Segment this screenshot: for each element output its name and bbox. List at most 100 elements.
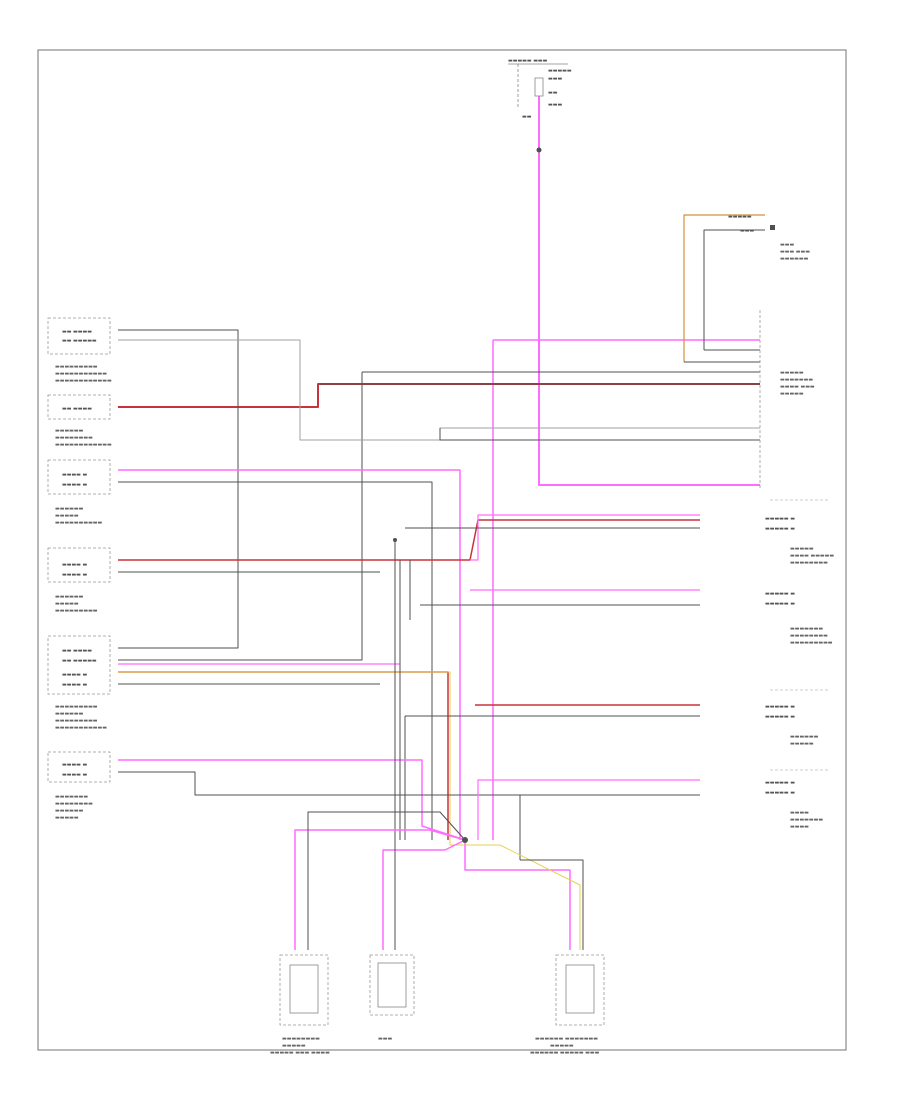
splice-hub — [462, 837, 468, 843]
wire-pink-btm-1 — [118, 759, 466, 841]
svg-text:▬▬▬▬ ▬: ▬▬▬▬ ▬ — [62, 562, 87, 568]
svg-text:▬▬▬: ▬▬▬ — [378, 1036, 392, 1042]
left-component-2: ▬▬ ▬▬▬▬ ▬▬▬▬▬▬ ▬▬▬▬▬▬▬▬ ▬▬▬▬▬▬▬▬▬▬▬▬ — [47, 394, 112, 448]
svg-text:▬▬▬▬▬▬▬▬: ▬▬▬▬▬▬▬▬ — [790, 633, 828, 639]
svg-text:▬▬▬▬▬ ▬: ▬▬▬▬▬ ▬ — [765, 780, 795, 786]
svg-text:▬▬▬▬▬: ▬▬▬▬▬ — [780, 391, 804, 397]
svg-text:▬▬▬▬▬: ▬▬▬▬▬ — [55, 513, 79, 519]
left-component-1: ▬▬ ▬▬▬▬ ▬▬ ▬▬▬▬▬ ▬▬▬▬▬▬▬▬▬ ▬▬▬▬▬▬▬▬▬▬▬ ▬… — [47, 317, 112, 384]
wire-red-mid-1 — [118, 519, 700, 561]
wire-layer — [118, 96, 765, 950]
svg-text:▬▬▬▬: ▬▬▬▬ — [790, 810, 809, 816]
svg-text:▬▬▬▬▬▬▬: ▬▬▬▬▬▬▬ — [55, 794, 88, 800]
svg-text:▬▬▬▬▬▬: ▬▬▬▬▬▬ — [55, 594, 84, 600]
svg-text:▬▬▬▬▬: ▬▬▬▬▬ — [790, 741, 814, 747]
wire-red-low-1 — [118, 671, 449, 840]
wire-pink-mid-2 — [470, 514, 700, 561]
svg-text:▬▬▬▬▬▬▬: ▬▬▬▬▬▬▬ — [790, 817, 823, 823]
svg-text:▬▬▬▬▬▬▬▬: ▬▬▬▬▬▬▬▬ — [55, 801, 93, 807]
svg-text:▬▬▬▬▬▬: ▬▬▬▬▬▬ — [780, 256, 809, 262]
right-connector-4: ▬▬▬▬▬ ▬ ▬▬▬▬▬ ▬ ▬▬▬▬▬▬ ▬▬▬▬▬ — [765, 689, 830, 747]
svg-text:▬▬▬▬▬▬▬▬▬▬▬: ▬▬▬▬▬▬▬▬▬▬▬ — [55, 725, 107, 731]
svg-text:▬▬▬▬▬: ▬▬▬▬▬ — [728, 214, 752, 220]
wire-orange-low-1 — [118, 671, 500, 846]
svg-text:▬▬▬: ▬▬▬ — [548, 102, 562, 108]
svg-text:▬▬▬▬▬: ▬▬▬▬▬ — [282, 1043, 306, 1049]
wire-pink-to-comp-3 — [464, 840, 571, 950]
svg-text:▬▬▬▬▬▬▬▬▬: ▬▬▬▬▬▬▬▬▬ — [55, 608, 98, 614]
svg-text:▬▬▬: ▬▬▬ — [740, 228, 754, 234]
svg-text:▬▬▬ ▬▬▬: ▬▬▬ ▬▬▬ — [780, 249, 810, 255]
svg-text:▬▬▬: ▬▬▬ — [780, 242, 794, 248]
svg-text:▬▬▬▬ ▬: ▬▬▬▬ ▬ — [62, 682, 87, 688]
svg-text:▬▬▬▬ ▬: ▬▬▬▬ ▬ — [62, 482, 87, 488]
svg-text:▬▬▬▬▬▬: ▬▬▬▬▬▬ — [55, 808, 84, 814]
svg-text:▬▬▬▬▬▬▬▬: ▬▬▬▬▬▬▬▬ — [55, 435, 93, 441]
svg-text:▬▬ ▬▬▬▬: ▬▬ ▬▬▬▬ — [62, 406, 92, 412]
bottom-component-1: ▬▬▬▬▬▬▬▬ ▬▬▬▬▬ ▬▬▬▬▬ ▬▬▬ ▬▬▬▬ — [270, 954, 330, 1056]
svg-text:▬▬▬▬▬ ▬: ▬▬▬▬▬ ▬ — [765, 591, 795, 597]
svg-text:▬▬▬▬▬▬: ▬▬▬▬▬▬ — [55, 428, 84, 434]
bottom-component-3: ▬▬▬▬▬▬ ▬▬▬▬▬▬▬ ▬▬▬▬▬ ▬▬▬▬▬▬ ▬▬▬▬▬ ▬▬▬ — [530, 954, 605, 1056]
wire-red-left-1 — [118, 383, 760, 408]
svg-text:▬▬ ▬▬▬▬: ▬▬ ▬▬▬▬ — [62, 329, 92, 335]
wire-dark-left-3 — [118, 372, 363, 661]
svg-text:▬▬: ▬▬ — [548, 90, 558, 96]
svg-text:▬▬▬: ▬▬▬ — [548, 76, 562, 82]
svg-text:▬▬▬▬▬▬ ▬▬▬▬▬ ▬▬▬: ▬▬▬▬▬▬ ▬▬▬▬▬ ▬▬▬ — [530, 1050, 600, 1056]
wire-dark-to-comp-3 — [520, 859, 584, 950]
wire-pink-btm-2 — [477, 779, 700, 840]
svg-text:▬▬▬▬▬▬▬▬▬: ▬▬▬▬▬▬▬▬▬ — [55, 364, 98, 370]
wire-dark-to-comp-1 — [307, 811, 466, 950]
svg-text:▬▬▬▬▬ ▬: ▬▬▬▬▬ ▬ — [765, 790, 795, 796]
svg-text:▬▬: ▬▬ — [522, 114, 532, 120]
svg-text:▬▬ ▬▬▬▬▬: ▬▬ ▬▬▬▬▬ — [62, 658, 97, 664]
left-component-3: ▬▬▬▬ ▬ ▬▬▬▬ ▬ ▬▬▬▬▬▬ ▬▬▬▬▬ ▬▬▬▬▬▬▬▬▬▬ — [47, 459, 111, 526]
wire-dark-top-right-1 — [703, 229, 765, 350]
right-connector-2: ▬▬▬▬▬ ▬ ▬▬▬▬▬ ▬ ▬▬▬▬▬ ▬▬▬▬ ▬▬▬▬▬ ▬▬▬▬▬▬▬… — [765, 499, 834, 566]
wire-pink-to-comp-1 — [294, 829, 466, 950]
svg-text:▬▬▬▬: ▬▬▬▬ — [790, 824, 809, 830]
right-connector-5: ▬▬▬▬▬ ▬ ▬▬▬▬▬ ▬ ▬▬▬▬ ▬▬▬▬▬▬▬ ▬▬▬▬ — [765, 769, 830, 830]
svg-text:▬▬▬▬ ▬: ▬▬▬▬ ▬ — [62, 572, 87, 578]
left-component-5: ▬▬ ▬▬▬▬ ▬▬ ▬▬▬▬▬ ▬▬▬▬ ▬ ▬▬▬▬ ▬ ▬▬▬▬▬▬▬▬▬… — [47, 635, 111, 731]
wire-fuse-feed — [538, 96, 760, 486]
svg-text:▬▬▬▬▬▬: ▬▬▬▬▬▬ — [55, 711, 84, 717]
wire-dark-btm-1 — [118, 771, 700, 796]
bottom-component-2: ▬▬▬ — [369, 954, 415, 1042]
wire-dark-left-4 — [439, 428, 760, 441]
svg-text:▬▬▬▬▬: ▬▬▬▬▬ — [548, 68, 572, 74]
left-component-6: ▬▬▬▬ ▬ ▬▬▬▬ ▬ ▬▬▬▬▬▬▬ ▬▬▬▬▬▬▬▬ ▬▬▬▬▬▬ ▬▬… — [47, 751, 111, 821]
svg-text:▬▬▬▬ ▬: ▬▬▬▬ ▬ — [62, 472, 87, 478]
svg-text:▬▬▬▬▬ ▬▬▬ ▬▬▬▬: ▬▬▬▬▬ ▬▬▬ ▬▬▬▬ — [270, 1050, 330, 1056]
svg-text:▬▬▬▬ ▬: ▬▬▬▬ ▬ — [62, 672, 87, 678]
svg-text:▬▬▬▬▬: ▬▬▬▬▬ — [780, 370, 804, 376]
wire-pink-mid-1 — [118, 469, 461, 840]
svg-text:▬▬▬▬▬▬▬▬▬▬▬▬: ▬▬▬▬▬▬▬▬▬▬▬▬ — [55, 378, 112, 384]
svg-text:▬▬▬▬▬▬: ▬▬▬▬▬▬ — [55, 506, 84, 512]
wire-dark-mid-1 — [118, 481, 433, 840]
svg-text:▬▬▬▬▬ ▬: ▬▬▬▬▬ ▬ — [765, 704, 795, 710]
svg-text:▬▬▬▬▬▬▬▬▬: ▬▬▬▬▬▬▬▬▬ — [55, 704, 98, 710]
svg-text:▬▬▬▬▬▬▬▬▬▬: ▬▬▬▬▬▬▬▬▬▬ — [55, 520, 103, 526]
right-connector-top: ▬▬▬▬▬ ▬▬▬ ▬▬▬ ▬▬▬ ▬▬▬ ▬▬▬▬▬▬ ▬▬▬▬▬ ▬▬▬▬▬… — [728, 214, 815, 490]
svg-text:▬▬▬▬▬: ▬▬▬▬▬ — [55, 601, 79, 607]
wire-orange-to-comp-3 — [499, 844, 581, 950]
svg-text:▬▬▬▬▬▬▬▬▬: ▬▬▬▬▬▬▬▬▬ — [55, 718, 98, 724]
splice-mid — [393, 538, 397, 542]
svg-text:▬▬▬▬▬▬▬▬▬: ▬▬▬▬▬▬▬▬▬ — [790, 640, 833, 646]
left-component-4: ▬▬▬▬ ▬ ▬▬▬▬ ▬ ▬▬▬▬▬▬ ▬▬▬▬▬ ▬▬▬▬▬▬▬▬▬ — [47, 547, 111, 614]
svg-text:▬▬▬▬▬▬▬: ▬▬▬▬▬▬▬ — [790, 626, 823, 632]
svg-text:▬▬▬▬▬: ▬▬▬▬▬ — [55, 815, 79, 821]
wire-pink-to-comp-2 — [382, 839, 466, 950]
svg-text:▬▬▬▬▬▬: ▬▬▬▬▬▬ — [790, 734, 819, 740]
wire-gray-left-2 — [118, 339, 760, 441]
svg-text:▬▬▬▬▬▬▬: ▬▬▬▬▬▬▬ — [780, 377, 813, 383]
svg-text:▬▬▬▬ ▬: ▬▬▬▬ ▬ — [62, 772, 87, 778]
svg-text:▬▬ ▬▬▬▬▬: ▬▬ ▬▬▬▬▬ — [62, 338, 97, 344]
svg-text:▬▬▬▬▬ ▬: ▬▬▬▬▬ ▬ — [765, 526, 795, 532]
svg-text:▬▬▬▬▬ ▬▬▬: ▬▬▬▬▬ ▬▬▬ — [508, 58, 548, 64]
svg-text:▬▬▬▬▬▬▬▬: ▬▬▬▬▬▬▬▬ — [790, 560, 828, 566]
svg-text:▬▬ ▬▬▬▬: ▬▬ ▬▬▬▬ — [62, 648, 92, 654]
